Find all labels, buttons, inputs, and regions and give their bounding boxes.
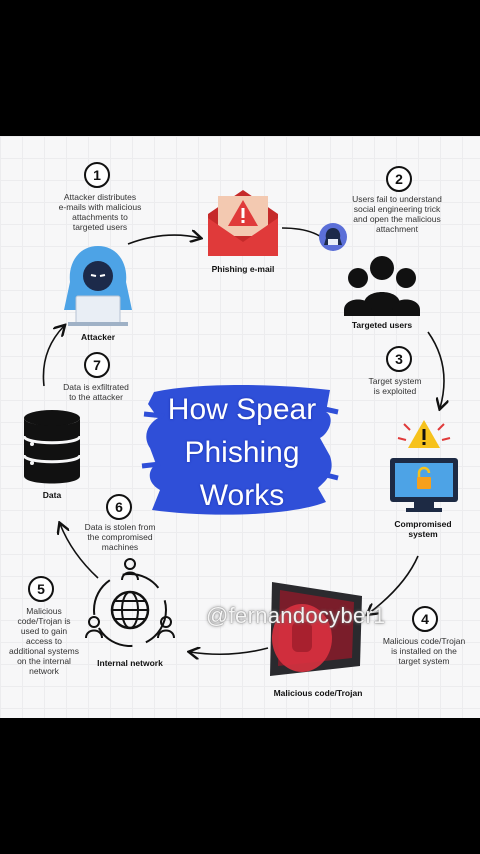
step-7-line: to the attacker bbox=[69, 392, 123, 402]
data-label: Data bbox=[42, 490, 62, 500]
step-2-description: Users fail to understand social engineer… bbox=[334, 194, 460, 234]
step-5-line: additional systems bbox=[9, 646, 79, 656]
phishing-email-icon bbox=[208, 190, 278, 256]
step-4-number: 4 bbox=[412, 606, 438, 632]
step-4-line: target system bbox=[398, 656, 450, 666]
step-6-description: Data is stolen from the compromised mach… bbox=[70, 522, 170, 552]
compromised-system-icon bbox=[390, 420, 458, 512]
step-5-line: on the internal bbox=[17, 656, 71, 666]
step-1-line: e-mails with malicious bbox=[58, 202, 142, 212]
targeted-users-label: Targeted users bbox=[351, 320, 413, 330]
step-2-number: 2 bbox=[386, 166, 412, 192]
step-6-line: Data is stolen from bbox=[84, 522, 156, 532]
internal-network-icon bbox=[85, 558, 175, 647]
compromised-system-label: Compromised system bbox=[380, 519, 466, 539]
step-7-number: 7 bbox=[84, 352, 110, 378]
step-4-line: Malicious code/Trojan bbox=[382, 636, 466, 646]
step-4-line: is installed on the bbox=[391, 646, 457, 656]
step-2-line: social engineering trick bbox=[353, 204, 441, 214]
step-3-line: is exploited bbox=[373, 386, 417, 396]
step-7-description: Data is exfiltrated to the attacker bbox=[46, 382, 146, 402]
brush-stroke bbox=[141, 385, 339, 515]
attacker-icon bbox=[64, 246, 132, 326]
step-5-number: 5 bbox=[28, 576, 54, 602]
arrow-7-1 bbox=[42, 326, 64, 387]
step-1-description: Attacker distributes e-mails with malici… bbox=[44, 192, 156, 232]
flow-arrows bbox=[42, 227, 480, 718]
arrow-4-5 bbox=[368, 555, 419, 614]
step-1-line: Attacker distributes bbox=[63, 192, 137, 202]
step-3-line: Target system bbox=[368, 376, 422, 386]
step-6-line: machines bbox=[101, 542, 139, 552]
step-6-number: 6 bbox=[106, 494, 132, 520]
arrow-6-7 bbox=[60, 524, 99, 579]
step-1-line: attachments to bbox=[72, 212, 128, 222]
malicious-code-trojan-label: Malicious code/Trojan bbox=[273, 688, 363, 698]
compromised-system-label-line: system bbox=[408, 529, 438, 539]
step-6-line: the compromised bbox=[87, 532, 153, 542]
title-line-3: Works bbox=[199, 479, 285, 512]
step-5-line: used to gain bbox=[20, 626, 68, 636]
watermark: @fernandocyber1 bbox=[206, 603, 386, 628]
malicious-code-trojan-icon bbox=[270, 582, 362, 676]
diagram-title: How Spear Phishing Works bbox=[152, 388, 332, 517]
phishing-email-label: Phishing e-mail bbox=[211, 264, 275, 274]
step-3-number: 3 bbox=[386, 346, 412, 372]
attacker-label: Attacker bbox=[80, 332, 116, 342]
step-5-line: network bbox=[29, 666, 59, 676]
step-4-description: Malicious code/Trojan is installed on th… bbox=[372, 636, 476, 666]
compromised-system-label-line: Compromised bbox=[394, 519, 452, 529]
step-5-line: code/Trojan is bbox=[17, 616, 71, 626]
diagram-panel: How Spear Phishing Works 1 Attacker dist… bbox=[0, 136, 480, 718]
targeted-users-icon bbox=[344, 256, 420, 316]
arrow-1-2 bbox=[127, 235, 200, 245]
title-line-1: How Spear bbox=[167, 393, 317, 426]
step-2-line: and open the malicious bbox=[353, 214, 441, 224]
arrow-5-6 bbox=[190, 648, 269, 654]
step-1-number: 1 bbox=[84, 162, 110, 188]
step-1-line: targeted users bbox=[72, 222, 128, 232]
title-line-2: Phishing bbox=[184, 436, 300, 469]
step-5-line: access to bbox=[26, 636, 62, 646]
step-3-description: Target system is exploited bbox=[350, 376, 440, 396]
step-7-line: Data is exfiltrated bbox=[63, 382, 129, 392]
step-5-line: Malicious bbox=[26, 606, 62, 616]
arrow-3-4 bbox=[427, 331, 444, 408]
step-2-line: Users fail to understand bbox=[352, 194, 442, 204]
hacker-badge-icon bbox=[319, 223, 347, 251]
internal-network-label: Internal network bbox=[97, 658, 163, 668]
step-5-description: Malicious code/Trojan is used to gain ac… bbox=[0, 606, 88, 676]
data-database-icon bbox=[22, 410, 82, 484]
step-2-line: attachment bbox=[375, 224, 419, 234]
